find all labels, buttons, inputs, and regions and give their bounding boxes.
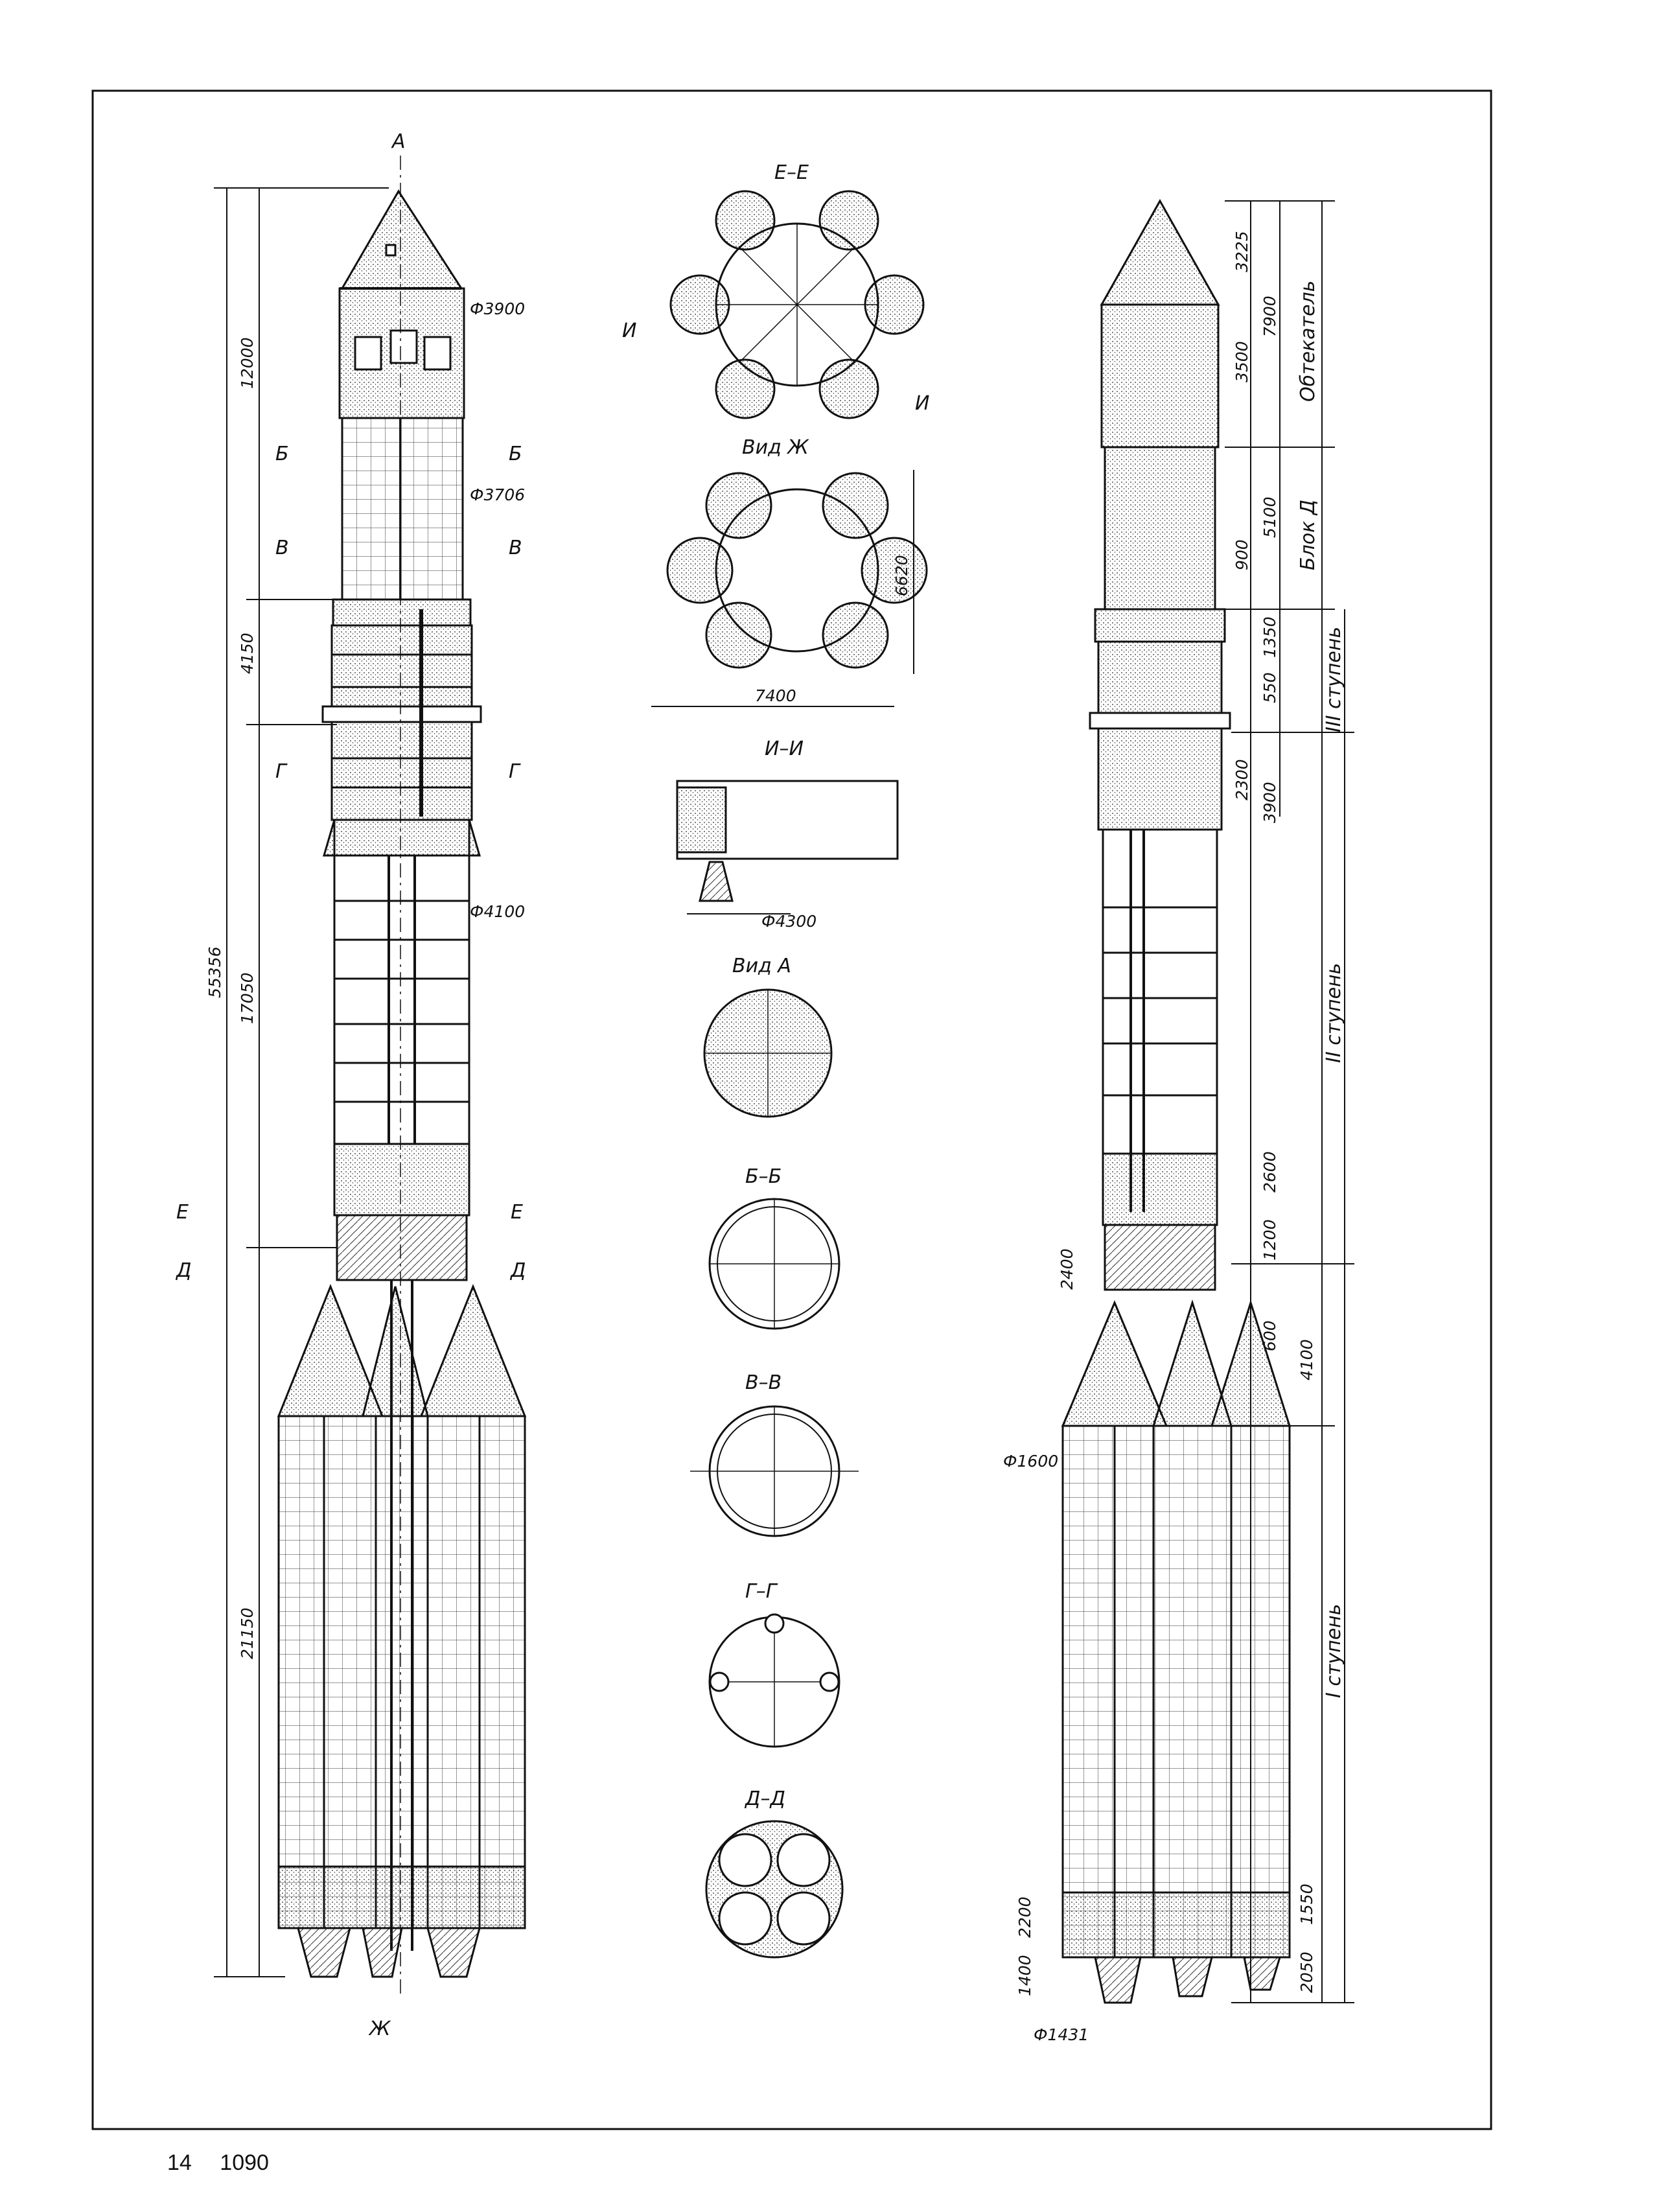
dim-4150: 4150: [238, 633, 257, 674]
right-interstage-truss: [1104, 1224, 1216, 1291]
mark-d-right: Д: [509, 1259, 526, 1282]
dim-2400: 2400: [1058, 1248, 1076, 1290]
mark-zh-bottom: Ж: [368, 2018, 391, 2040]
right-labels: 3225 7900 3500 5100 900 1350 550 2300 39…: [1003, 231, 1345, 2044]
dim-7900: 7900: [1260, 296, 1279, 337]
mark-g-left: Г: [275, 760, 288, 783]
center-views: [651, 190, 928, 1959]
dim-overall: 55356: [205, 946, 224, 998]
right-stage1-body: [1061, 1425, 1291, 1959]
dim-21150: 21150: [238, 1607, 257, 1659]
mark-v-right: В: [509, 537, 522, 559]
title-ee: Е–Е: [774, 161, 809, 184]
left-booster-cones: [277, 1283, 527, 1417]
left-stage1-body: [277, 1415, 526, 1929]
mark-v-left: В: [275, 537, 289, 559]
dim-1350: 1350: [1260, 616, 1279, 658]
mark-e-left: Е: [176, 1201, 189, 1224]
right-stage3: [1097, 640, 1223, 831]
dia-stage2: Ф4100: [470, 902, 525, 921]
dia-ii: Ф4300: [761, 912, 817, 931]
dia-fairing: Ф3900: [470, 299, 525, 318]
view-zh: [651, 470, 928, 707]
dia-nozzle: Ф1431: [1034, 2025, 1089, 2044]
dim-2600: 2600: [1260, 1151, 1279, 1193]
title-gg: Г–Г: [745, 1580, 778, 1603]
right-block-d: [1104, 446, 1216, 611]
left-upper-stage: [341, 417, 464, 601]
stage-label-stage2: II ступень: [1323, 963, 1345, 1063]
left-rocket-view: [277, 156, 527, 1996]
mark-d-left: Д: [175, 1259, 191, 1282]
stage-label-stage1: I ступень: [1323, 1604, 1345, 1698]
mark-b-right: Б: [509, 443, 522, 465]
dim-3225: 3225: [1233, 231, 1251, 272]
dim-900: 900: [1233, 539, 1251, 570]
dim-4100: 4100: [1297, 1339, 1316, 1380]
right-stage2: [1102, 828, 1218, 1155]
right-dimension-lines: [1225, 200, 1354, 2003]
right-rocket-view: [1061, 198, 1292, 2004]
mark-a-top: А: [391, 130, 406, 153]
stage-label-block-d: Блок Д: [1297, 500, 1319, 570]
right-fairing-cylinder: [1100, 303, 1220, 448]
dim-1200: 1200: [1260, 1219, 1279, 1261]
dim-1400: 1400: [1015, 1955, 1034, 1996]
dia-booster: Ф1600: [1003, 1452, 1058, 1471]
title-vid-a: Вид А: [732, 955, 791, 977]
left-stage2: [333, 819, 470, 1145]
section-ii: [676, 780, 899, 914]
dim-2050: 2050: [1297, 1951, 1316, 1993]
page-footer: 14 1090: [167, 2150, 291, 2176]
mark-i-right: И: [915, 392, 929, 415]
dim-12000: 12000: [238, 337, 257, 389]
dim-5100: 5100: [1260, 496, 1279, 538]
dim-zh-height: 6620: [892, 555, 911, 596]
title-ii: И–И: [765, 738, 804, 760]
dim-3900: 3900: [1260, 782, 1279, 823]
dim-17050: 17050: [238, 972, 257, 1024]
dim-zh-width: 7400: [755, 686, 796, 705]
document-code: 1090: [220, 2150, 269, 2175]
page-number: 14: [167, 2150, 192, 2175]
dia-upper: Ф3706: [470, 485, 525, 504]
mark-e-right: Е: [511, 1201, 523, 1224]
title-vv: В–В: [745, 1371, 782, 1394]
section-ee: [669, 190, 925, 419]
mark-i-left: И: [622, 320, 636, 342]
title-zh: Вид Ж: [742, 436, 809, 459]
right-fairing-nose: [1100, 198, 1220, 306]
title-bb: Б–Б: [745, 1165, 782, 1188]
dim-3500: 3500: [1233, 341, 1251, 382]
left-fairing-nose: [340, 189, 463, 290]
stage-label-fairing: Обтекатель: [1297, 281, 1319, 402]
drawing-frame: [91, 89, 1492, 2130]
dim-1550: 1550: [1297, 1883, 1316, 1925]
right-booster-cones: [1061, 1299, 1292, 1427]
left-labels: А Б Б В В Г Г Е Е Д Д Ж Ф3900 Ф3706 Ф410…: [175, 130, 526, 2040]
dim-600: 600: [1260, 1320, 1279, 1351]
dim-550: 550: [1260, 672, 1279, 703]
stage-label-stage3: III ступень: [1323, 627, 1345, 732]
left-interstage-truss: [336, 1214, 468, 1281]
dim-2200: 2200: [1015, 1896, 1034, 1938]
dim-2300: 2300: [1233, 759, 1251, 800]
center-labels: Е–Е И И Вид Ж 7400 6620 И–И Ф4300 Вид А …: [622, 161, 929, 1810]
mark-b-left: Б: [275, 443, 289, 465]
left-dimension-lines: [214, 187, 389, 1977]
mark-g-right: Г: [509, 760, 521, 783]
title-dd: Д–Д: [744, 1787, 785, 1810]
